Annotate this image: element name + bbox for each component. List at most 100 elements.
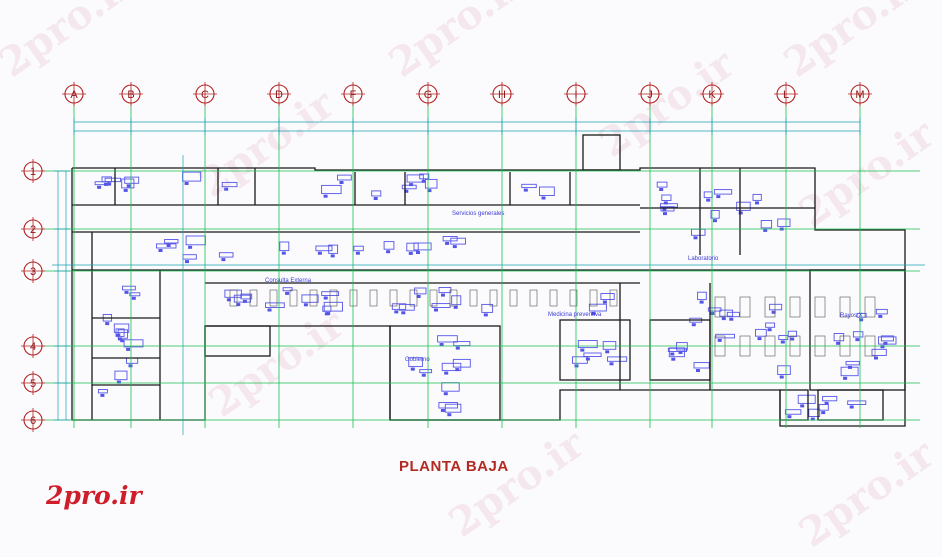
furniture-item	[845, 360, 860, 366]
chair-mark	[663, 201, 668, 205]
chair-mark	[771, 310, 776, 314]
bench-row	[429, 289, 438, 307]
furniture-item	[424, 178, 438, 189]
furniture-item	[408, 357, 423, 368]
chair-mark	[670, 352, 675, 356]
column-axis-bubble: G	[416, 82, 440, 106]
furniture-item	[444, 403, 462, 413]
column-axis-label: J	[647, 89, 653, 101]
furniture-item	[707, 307, 722, 312]
chair-mark	[224, 187, 229, 191]
row-axis-bubble: 1	[21, 159, 45, 183]
chair-mark	[236, 303, 241, 307]
chair-mark	[455, 346, 460, 350]
chair-mark	[445, 241, 450, 245]
furniture-item	[752, 193, 762, 201]
bench-row	[269, 289, 278, 307]
chair-mark	[843, 376, 848, 380]
column-axis-bubble: K	[700, 82, 724, 106]
chair-mark	[404, 189, 409, 193]
furniture-item	[279, 241, 290, 252]
furniture-item	[442, 236, 458, 242]
column-axis-bubble: H	[490, 82, 514, 106]
chair-mark	[409, 183, 414, 187]
furniture-item	[419, 369, 433, 374]
furniture-item	[784, 409, 802, 415]
column-axis-label: I	[574, 89, 577, 101]
furniture-item	[808, 408, 821, 417]
chair-mark	[188, 245, 193, 249]
furniture-item	[114, 370, 128, 381]
furniture-item	[600, 293, 615, 300]
brand-logo-text: 2pro.ir	[46, 481, 142, 510]
chair-mark	[386, 250, 391, 254]
label-laboratorio: Laboratorio	[688, 256, 719, 262]
furniture-item	[282, 287, 293, 292]
furniture-item	[755, 328, 767, 337]
furniture-item	[240, 293, 253, 300]
chair-mark	[221, 258, 226, 262]
chair-mark	[874, 356, 878, 360]
chair-mark	[116, 380, 121, 384]
furniture-item	[431, 303, 451, 308]
chair-mark	[662, 208, 667, 212]
chair-mark	[671, 357, 676, 361]
chair-mark	[453, 305, 458, 309]
furniture-item	[451, 295, 462, 306]
chair-mark	[447, 413, 452, 417]
chair-mark	[716, 195, 721, 199]
chair-mark	[757, 337, 762, 341]
row-axis-label: 5	[30, 378, 36, 390]
furniture-item	[777, 365, 791, 375]
bench-row	[509, 289, 518, 307]
chair-mark	[185, 260, 189, 264]
label-servicios-generales: Servicios generales	[452, 211, 505, 217]
chair-mark	[859, 318, 864, 322]
furniture-item	[185, 235, 206, 246]
chair-mark	[717, 338, 722, 342]
bench-row	[529, 289, 538, 307]
chair-mark	[123, 188, 128, 192]
chair-mark	[267, 308, 272, 312]
row-axis-label: 6	[30, 415, 36, 427]
chair-mark	[317, 251, 322, 255]
chair-mark	[455, 368, 460, 372]
furniture-item	[104, 177, 121, 183]
furniture-item	[760, 220, 773, 229]
row-axis-label: 3	[30, 266, 36, 278]
furniture-item	[577, 340, 598, 349]
furniture-item	[736, 201, 751, 211]
bench-row	[229, 289, 238, 307]
chair-mark	[706, 198, 711, 202]
furniture-item	[797, 394, 816, 404]
furniture-item	[572, 356, 588, 364]
chair-mark	[602, 300, 607, 304]
furniture-item	[323, 301, 343, 312]
furniture-item	[126, 357, 139, 364]
column-axis-bubble: F	[341, 82, 365, 106]
chair-mark	[699, 300, 704, 304]
chair-mark	[483, 313, 488, 317]
furniture-item	[414, 287, 427, 295]
furniture-item	[315, 245, 333, 252]
furniture-item	[328, 244, 339, 254]
bench-row	[329, 289, 338, 307]
furniture-item	[656, 181, 668, 188]
row-axis-bubble: 2	[21, 217, 45, 241]
chair-mark	[100, 393, 105, 397]
column-axis-bubble: A	[62, 82, 86, 106]
bench-row	[609, 289, 618, 307]
furniture-item	[769, 303, 783, 311]
furniture-item	[818, 404, 829, 411]
furniture-item	[129, 292, 141, 297]
furniture-item	[778, 335, 789, 340]
furniture-item	[880, 335, 894, 342]
chair-mark	[401, 311, 406, 315]
column-axis-bubble: M	[848, 82, 872, 106]
chair-mark	[659, 188, 664, 191]
chair-mark	[131, 296, 136, 300]
chair-mark	[663, 212, 667, 216]
furniture-item	[661, 194, 672, 201]
chair-mark	[120, 339, 125, 343]
chair-mark	[427, 189, 432, 193]
